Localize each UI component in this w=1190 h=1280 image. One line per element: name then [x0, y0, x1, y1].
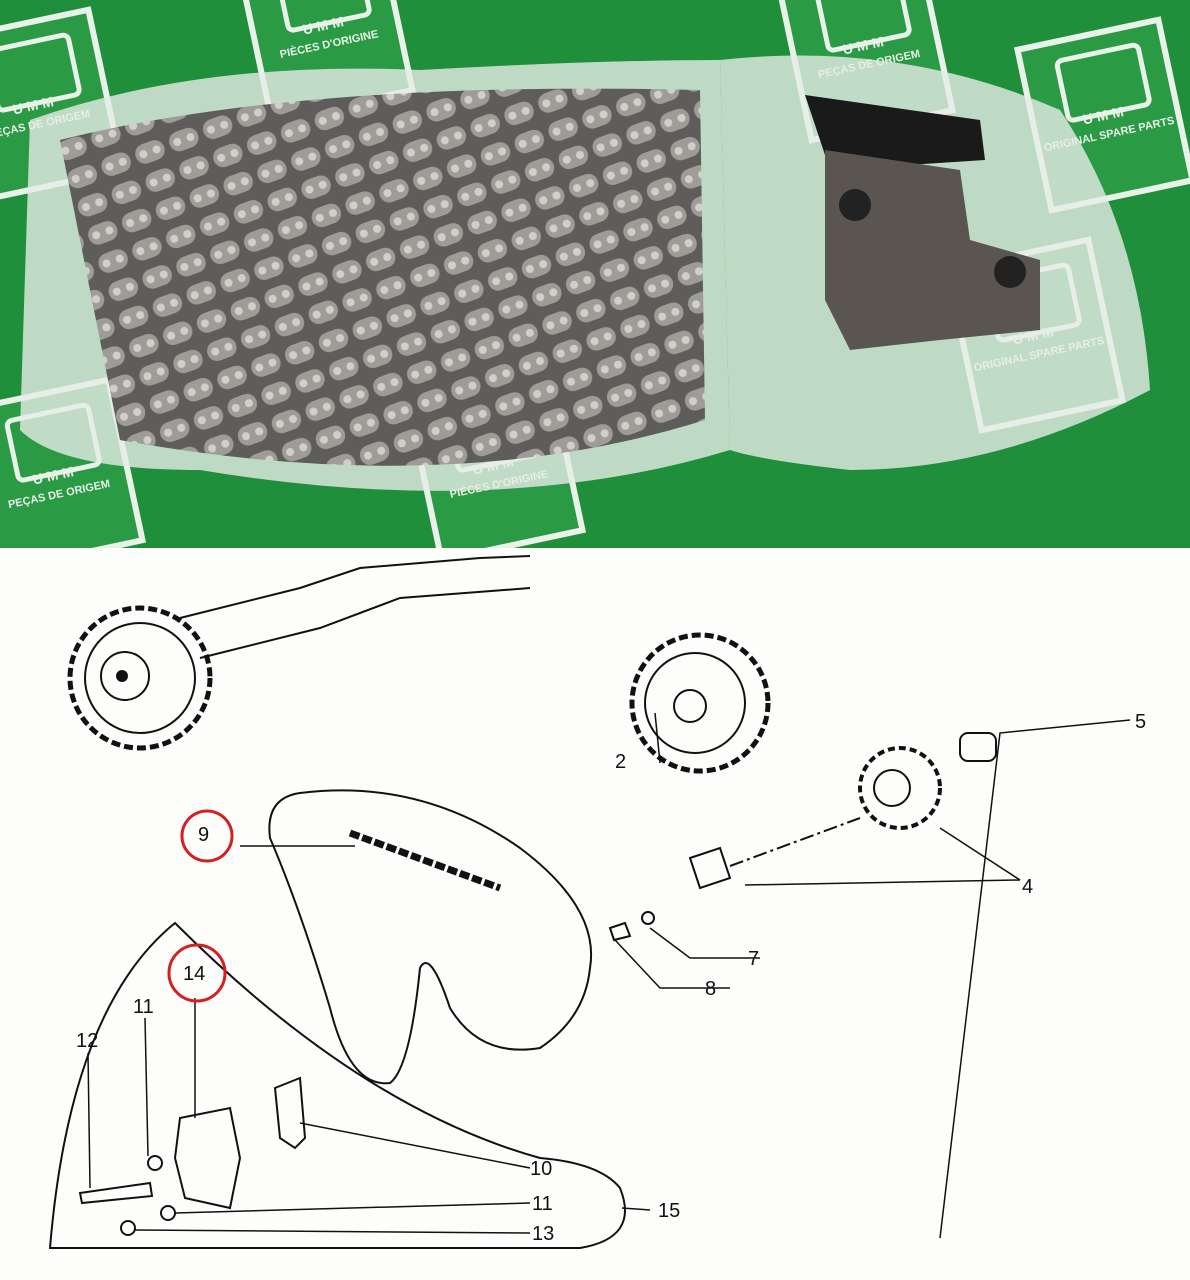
- diagram-lineart: [48, 555, 1131, 1249]
- camshaft-sprocket: [67, 555, 531, 751]
- timing-chain: [60, 88, 705, 466]
- crank-sprocket: [629, 632, 771, 774]
- callout-8: 8: [705, 978, 717, 1000]
- highlight-circle-14: [167, 943, 227, 1003]
- parts-diagram: 2 4 5 7 8 9 10 11 11 12 13 14 15: [0, 548, 1190, 1280]
- callout-9: 9: [198, 824, 210, 846]
- idler-sprocket: [688, 732, 997, 890]
- callout-14: 14: [183, 963, 206, 985]
- callout-13: 13: [532, 1223, 555, 1245]
- callout-10: 10: [530, 1158, 553, 1180]
- callout-7: 7: [748, 948, 760, 970]
- cover: [48, 921, 626, 1249]
- chain-loop: [268, 789, 593, 1085]
- callout-2: 2: [615, 751, 627, 773]
- highlight-circle-9: [180, 809, 234, 863]
- callout-11: 11: [133, 996, 154, 1018]
- callout-5: 5: [1135, 711, 1147, 733]
- tensioner-body: [825, 150, 1040, 350]
- callout-4: 4: [1022, 876, 1034, 898]
- leader-lines: [87, 712, 1131, 1239]
- callout-12: 12: [76, 1030, 99, 1052]
- callout-11: 11: [532, 1193, 553, 1215]
- tensioner: [78, 911, 655, 1236]
- callout-15: 15: [658, 1200, 681, 1222]
- tensioner-pad: [805, 95, 985, 170]
- bagged-parts: [20, 55, 1150, 491]
